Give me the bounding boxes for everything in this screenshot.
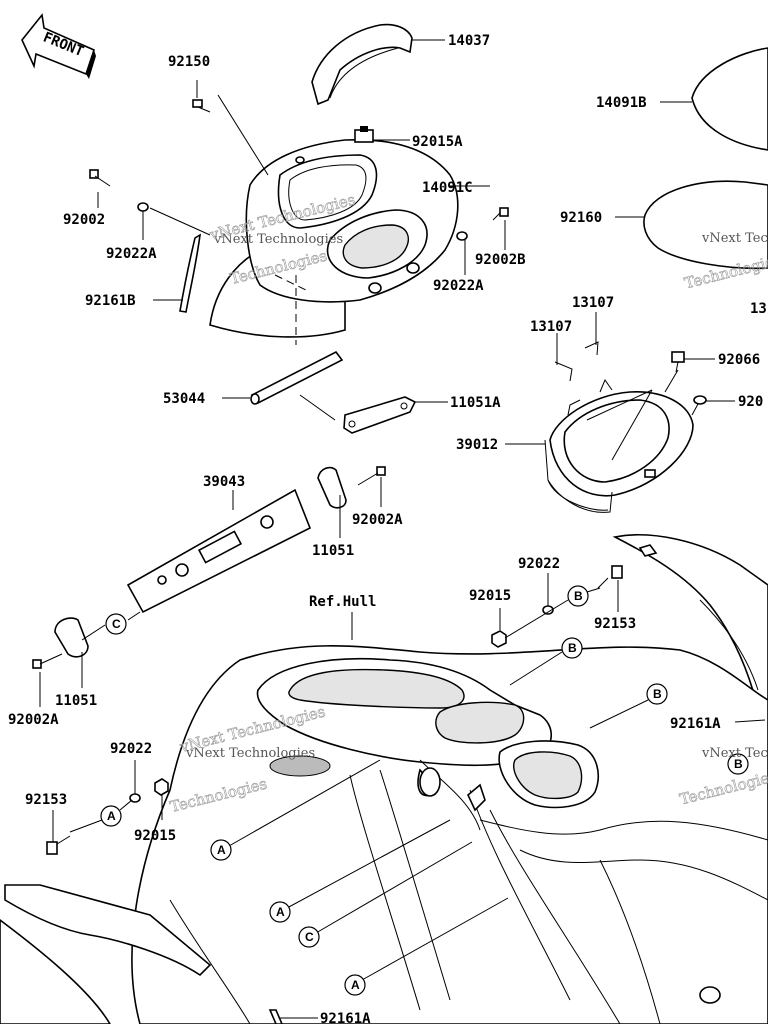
part-92066-screw [671, 351, 715, 373]
callout-c-left: C [81, 611, 141, 641]
part-92002A-bolt-lower [32, 653, 63, 707]
label-92022-upper: 92022 [518, 556, 560, 572]
callout-b-hull-3: B [727, 753, 749, 775]
part-11051A-bracket [299, 394, 448, 434]
part-92150-bolt [192, 80, 269, 176]
svg-text:vNext Technologies: vNext Technologies [185, 746, 315, 761]
label-11051-upper: 11051 [312, 543, 354, 559]
label-ref-hull: Ref.Hull [309, 594, 376, 610]
label-92161B: 92161B [85, 293, 136, 309]
label-92002: 92002 [63, 212, 105, 228]
callout-c-hull: C [298, 841, 473, 948]
part-92015-nut-lower [154, 778, 169, 820]
label-92015-lower: 92015 [134, 828, 176, 844]
part-14091B-pad [660, 47, 768, 151]
svg-text:B: B [653, 687, 662, 701]
label-92153-upper: 92153 [594, 616, 636, 632]
svg-text:C: C [305, 930, 314, 944]
label-14091B: 14091B [596, 95, 647, 111]
label-92161A-bottom: 92161A [320, 1011, 371, 1024]
callout-a-hull-1: A [210, 759, 381, 861]
part-13107-pins [554, 312, 599, 382]
callout-b-upper: B [504, 585, 601, 639]
part-11051-lower-plate [54, 617, 89, 688]
svg-text:B: B [734, 757, 743, 771]
label-13107: 13107 [530, 319, 572, 335]
callout-a-hull-3: A [344, 897, 509, 996]
label-13-cut: 13 [750, 301, 767, 317]
label-11051A: 11051A [450, 395, 501, 411]
part-92015-nut-upper [491, 608, 507, 648]
label-53044: 53044 [163, 391, 205, 407]
svg-text:A: A [276, 905, 285, 919]
label-92015A: 92015A [412, 134, 463, 150]
part-39043-panel [126, 488, 312, 614]
label-92022-lower: 92022 [110, 741, 152, 757]
label-92150: 92150 [168, 54, 210, 70]
label-39043: 39043 [203, 474, 245, 490]
part-92153-bolt-upper [597, 565, 623, 612]
label-92015-upper: 92015 [469, 588, 511, 604]
part-92022-washer-lower [129, 760, 141, 803]
front-arrow-icon: FRONT [21, 13, 96, 79]
label-92066: 92066 [718, 352, 760, 368]
part-92022A-washer-right [456, 231, 468, 275]
callout-b-hull-1: B [509, 637, 583, 686]
callout-a-hull-2: A [269, 819, 451, 923]
part-14091C-hood [209, 139, 490, 338]
label-92022A-right: 92022A [433, 278, 484, 294]
label-92002A-lower: 92002A [8, 712, 59, 728]
part-92022A-washer-left [137, 202, 211, 240]
label-92002A-upper: 92002A [352, 512, 403, 528]
svg-text:C: C [112, 617, 121, 631]
label-11051-lower: 11051 [55, 693, 97, 709]
svg-text:A: A [107, 809, 116, 823]
callout-b-hull-2: B [589, 683, 668, 729]
hull-body [131, 612, 768, 1025]
part-11051-upper-plate [317, 466, 347, 538]
svg-text:vNext Technologies: vNext Technologies [213, 232, 343, 247]
part-92160-pad [615, 180, 768, 270]
label-92022A-left: 92022A [106, 246, 157, 262]
part-53044-rod [222, 350, 344, 405]
part-92022-washer-upper [542, 573, 554, 615]
svg-text:vNext Technologies: vNext Technologies [701, 746, 768, 761]
callout-a-lower-left: A [69, 799, 133, 833]
label-14091C: 14091C [422, 180, 473, 196]
part-92002B-bolt [492, 207, 509, 250]
part-92002-bolt [89, 169, 111, 208]
svg-text:A: A [351, 978, 360, 992]
label-92161A-right: 92161A [670, 716, 721, 732]
label-92160: 92160 [560, 210, 602, 226]
label-39012: 39012 [456, 437, 498, 453]
svg-text:B: B [574, 589, 583, 603]
label-92153-lower: 92153 [25, 792, 67, 808]
svg-text:A: A [217, 843, 226, 857]
svg-text:B: B [568, 641, 577, 655]
part-92161B-strip [153, 233, 202, 313]
part-14037-grip [311, 23, 445, 106]
part-92153-bolt-lower [46, 810, 71, 855]
part-92002A-bolt-upper [357, 466, 386, 507]
part-920-screw [691, 395, 735, 416]
label-92002B: 92002B [475, 252, 526, 268]
svg-text:vNext Technologies: vNext Technologies [701, 231, 768, 246]
part-39012-housing [505, 369, 694, 513]
label-14037: 14037 [448, 33, 490, 49]
part-92015A-clip [354, 126, 410, 143]
label-13107-top: 13107 [572, 295, 614, 311]
label-920-cut: 920 [738, 394, 763, 410]
